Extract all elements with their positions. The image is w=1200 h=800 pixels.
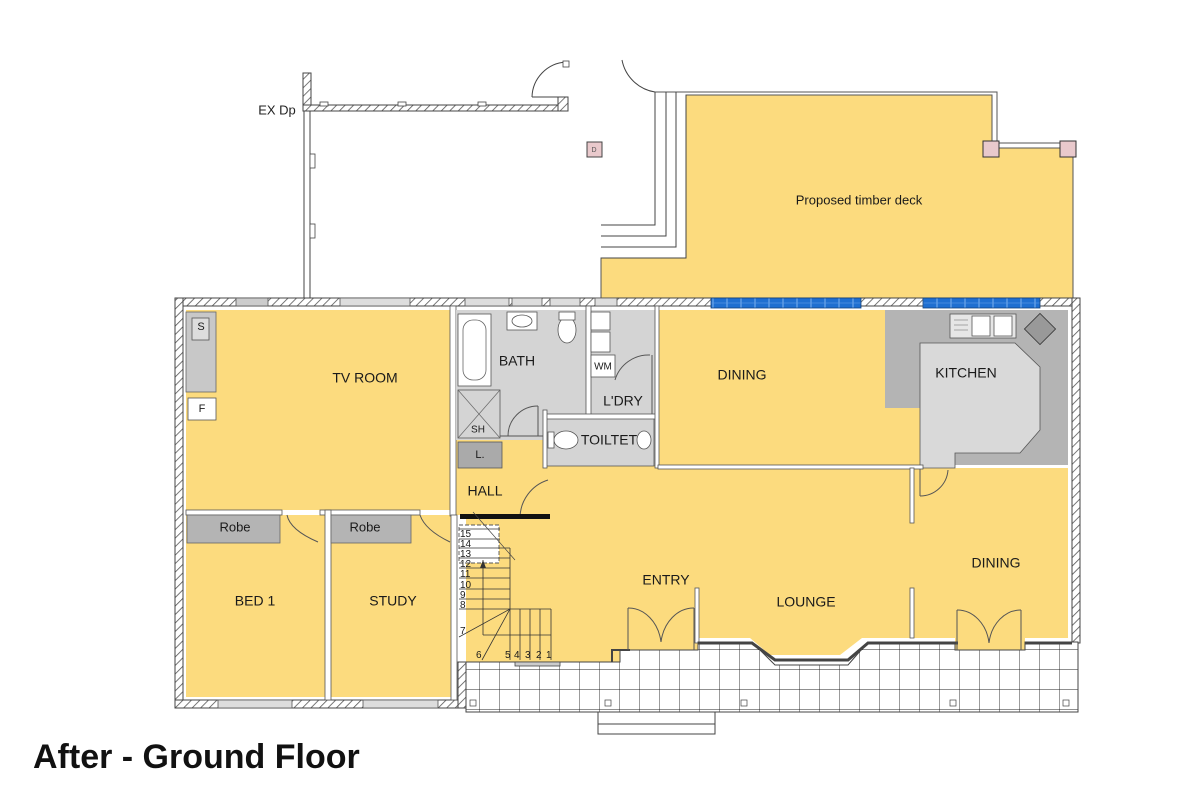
- step-4-label: 4: [514, 650, 520, 661]
- step-14-label: 14: [460, 539, 472, 550]
- existing-structure: D: [302, 59, 656, 298]
- step-6-label: 6: [476, 650, 482, 661]
- svg-text:D: D: [591, 147, 596, 154]
- step-10-label: 10: [460, 580, 472, 591]
- timber-deck: [600, 91, 1077, 299]
- entry-double-door: [627, 607, 695, 650]
- window-glass-dining: [710, 297, 862, 309]
- robe-study-label: Robe: [349, 519, 380, 534]
- step-9-label: 9: [460, 590, 466, 601]
- washing-machine-icon: WM: [594, 362, 612, 373]
- laundry-label: L'DRY: [603, 393, 643, 409]
- page-title: After - Ground Floor: [33, 738, 360, 776]
- step-3-label: 3: [525, 650, 531, 661]
- deck-label: Proposed timber deck: [796, 192, 923, 207]
- step-11-label: 11: [460, 569, 471, 580]
- ex-dp-label: EX Dp: [258, 102, 296, 117]
- robe-bed1-label: Robe: [219, 519, 250, 534]
- tv-room-label: TV ROOM: [332, 370, 397, 386]
- step-7-label: 7: [460, 626, 466, 637]
- window-glass-kitchen: [922, 297, 1041, 309]
- bed1-label: BED 1: [235, 593, 276, 609]
- stair-step-labels: 1 2 3 4 5 6 7 8 9 10 11 12 13 14 15: [460, 529, 552, 661]
- step-1-label: 1: [546, 650, 552, 661]
- entry-label: ENTRY: [642, 572, 690, 588]
- step-5-label: 5: [505, 650, 511, 661]
- hall-label: HALL: [467, 483, 502, 499]
- fridge-icon: F: [199, 403, 206, 415]
- staircase: [458, 511, 552, 661]
- bath-label: BATH: [499, 353, 535, 369]
- lounge-label: LOUNGE: [776, 594, 835, 610]
- porch-paving: [465, 641, 1079, 735]
- dining-double-door: [956, 609, 1022, 650]
- sink-icon: S: [197, 321, 204, 333]
- step-2-label: 2: [536, 650, 542, 661]
- step-13-label: 13: [460, 549, 472, 560]
- shower-icon: SH: [471, 425, 485, 436]
- house-floor: [174, 297, 1081, 709]
- linen-cupboard-label: L.: [475, 449, 484, 461]
- toilet-label: TOILTET: [581, 432, 638, 448]
- dining-north-label: DINING: [718, 367, 767, 383]
- kitchen-label: KITCHEN: [935, 365, 996, 381]
- step-15-label: 15: [460, 529, 472, 540]
- dining-south-label: DINING: [972, 555, 1021, 571]
- step-8-label: 8: [460, 600, 466, 611]
- step-12-label: 12: [460, 559, 472, 570]
- study-label: STUDY: [369, 593, 417, 609]
